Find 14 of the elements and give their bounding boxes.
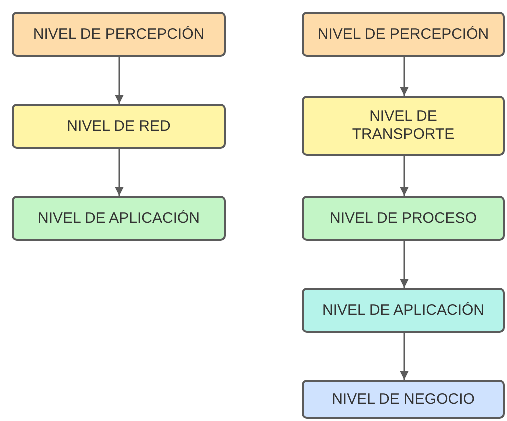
process-box: NIVEL DE TRANSPORTE [302, 96, 505, 156]
arrow [400, 333, 409, 380]
process-box: NIVEL DE RED [12, 104, 226, 149]
process-box: NIVEL DE PROCESO [302, 196, 505, 241]
arrow [400, 241, 409, 288]
arrow [400, 156, 409, 196]
process-box: NIVEL DE APLICACIÓN [302, 288, 505, 333]
process-box: NIVEL DE PERCEPCIÓN [12, 12, 226, 57]
process-box: NIVEL DE NEGOCIO [302, 380, 505, 419]
process-box: NIVEL DE APLICACIÓN [12, 196, 226, 241]
process-box: NIVEL DE PERCEPCIÓN [302, 12, 505, 57]
arrow [115, 149, 124, 196]
arrow [115, 57, 124, 104]
arrow [400, 57, 409, 96]
